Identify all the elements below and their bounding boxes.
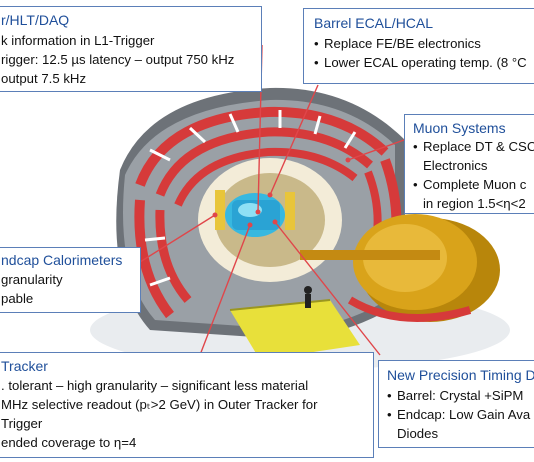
barrel-title: Barrel ECAL/HCAL: [314, 15, 434, 31]
muon-arc-outer: [135, 106, 389, 187]
barrel-item-2: Lower ECAL operating temp. (8 °C: [314, 53, 534, 72]
timing-item-2: Endcap: Low Gain Ava: [387, 405, 534, 424]
trigger-item-1: k information in L1-Trigger: [1, 33, 155, 48]
timing-item-1: Barrel: Crystal +SiPM: [387, 386, 534, 405]
barrel-list: Replace FE/BE electronics Lower ECAL ope…: [314, 34, 534, 72]
muon-item-1-cont: Electronics: [423, 158, 488, 173]
callout-timing: [274, 221, 381, 356]
chamber-stripes: [144, 110, 357, 287]
muon-systems-box: Muon Systems Replace DT & CSC Electronic…: [404, 114, 534, 214]
trigger-item-3: output 7.5 kHz: [1, 71, 87, 86]
tracker-item-2-cont: Trigger: [1, 416, 43, 431]
beam-pipe: [300, 250, 440, 260]
muon-title: Muon Systems: [413, 120, 506, 136]
barrel-ecal-hcal-box: Barrel ECAL/HCAL Replace FE/BE electroni…: [303, 8, 534, 84]
tracker-title: Tracker: [1, 358, 48, 374]
tracker-item-3: ended coverage to η=4: [1, 435, 137, 450]
timing-list: Barrel: Crystal +SiPM Endcap: Low Gain A…: [387, 386, 534, 443]
endcap-calorimeters-box: ndcap Calorimeters granularity pable: [0, 247, 141, 313]
callout-tracker: [199, 224, 251, 356]
platform-rail: [229, 299, 331, 311]
tracker-item-1: . tolerant – high granularity – signific…: [1, 378, 309, 393]
endcap-title: ndcap Calorimeters: [1, 252, 123, 268]
timing-item-2-cont: Diodes: [397, 426, 439, 441]
ecal-accent-1: [215, 190, 225, 230]
endcap-item-1: granularity: [1, 272, 63, 287]
service-platform: [230, 300, 360, 360]
tracker-box: Tracker . tolerant – high granularity – …: [0, 352, 374, 458]
ecal-accent-2: [285, 192, 295, 230]
endcap-disk-lower: [347, 296, 472, 322]
callout-muon: [347, 139, 405, 161]
precision-timing-box: New Precision Timing D Barrel: Crystal +…: [378, 360, 534, 448]
trigger-daq-list: k information in L1-Trigger rigger: 12.5…: [1, 31, 261, 88]
callout-barrel: [269, 84, 319, 196]
muon-list: Replace DT & CSC Electronics Complete Mu…: [413, 137, 534, 213]
muon-arc-lower-mid: [155, 209, 192, 303]
muon-item-1: Replace DT & CSC: [413, 137, 534, 156]
muon-arc-inner: [174, 147, 358, 207]
tracker-list: . tolerant – high granularity – signific…: [1, 376, 373, 452]
muon-arc-mid: [155, 127, 373, 197]
tracker-item-2: MHz selective readout (pₜ>2 GeV) in Oute…: [1, 397, 318, 412]
barrel-item-1: Replace FE/BE electronics: [314, 34, 534, 53]
callout-endcap: [139, 214, 216, 263]
endcap-item-2: pable: [1, 291, 34, 306]
muon-arc-lower-outer: [134, 199, 174, 319]
trigger-daq-title: r/HLT/DAQ: [1, 12, 70, 28]
timing-title: New Precision Timing D: [387, 367, 534, 383]
endcap-list: granularity pable: [1, 270, 140, 308]
muon-item-2-cont: in region 1.5<η<2: [423, 196, 526, 211]
trigger-daq-box: r/HLT/DAQ k information in L1-Trigger ri…: [0, 6, 262, 92]
trigger-item-2: rigger: 12.5 µs latency – output 750 kHz: [1, 52, 235, 67]
person-figure: [304, 286, 312, 308]
muon-item-2: Complete Muon c: [413, 175, 534, 194]
